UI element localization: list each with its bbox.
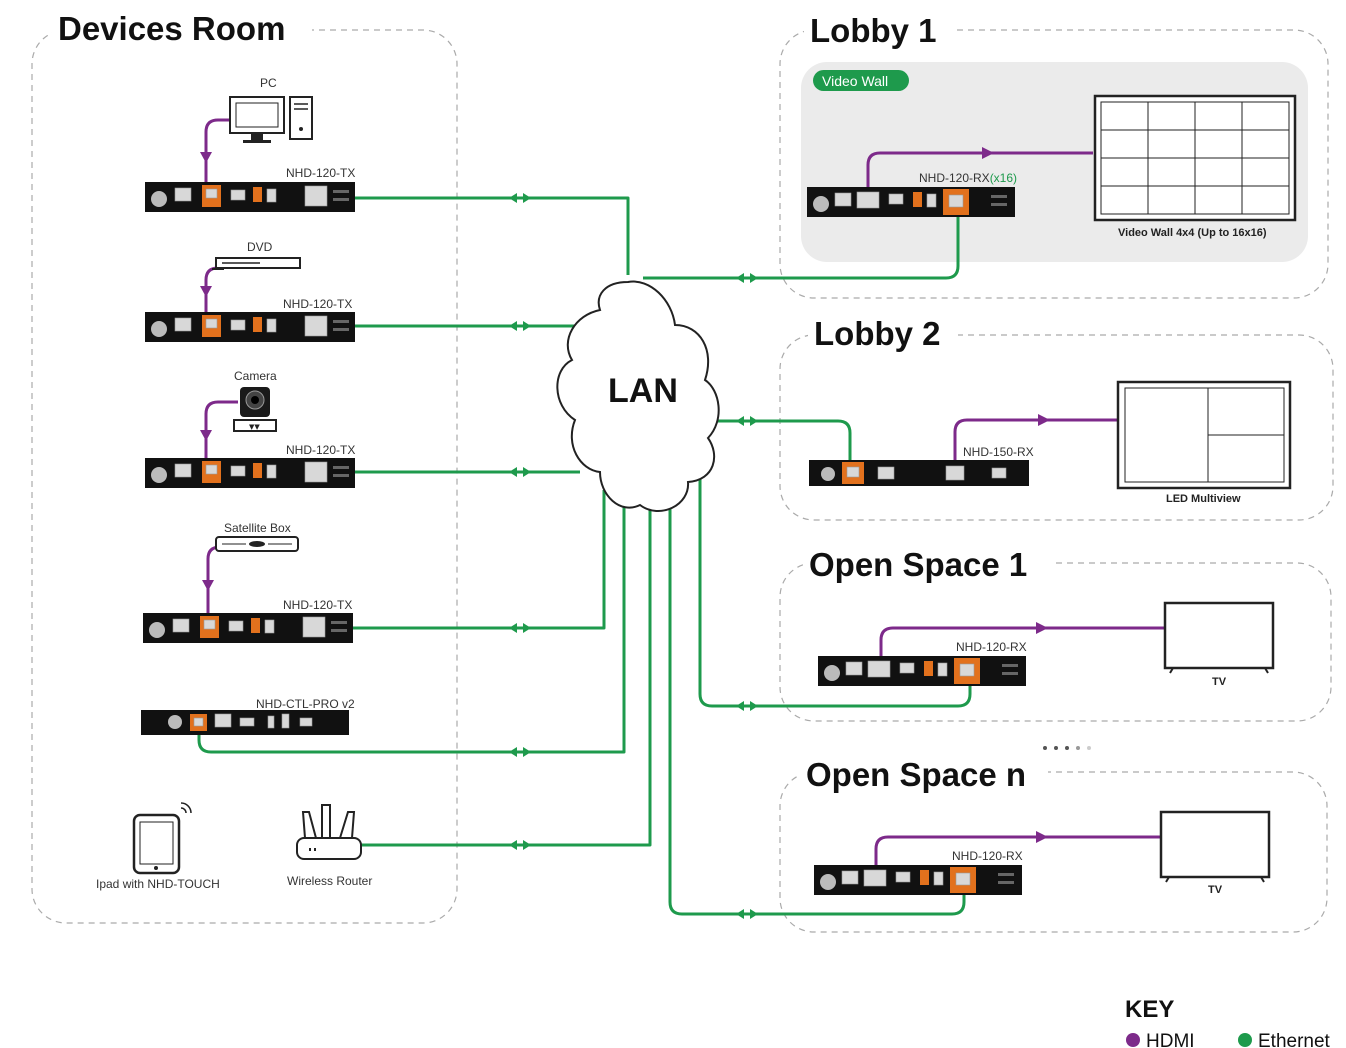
tx-unit-satellite — [142, 612, 354, 644]
rx-unit-150 — [809, 460, 1029, 486]
rx-unit-video-wall-label: NHD-120-RX(x16) — [919, 171, 1017, 185]
rx-unit-video-wall — [806, 186, 1016, 218]
rx-unit-open-space-n-label: NHD-120-RX — [952, 849, 1023, 863]
devices-room-title-mask — [52, 12, 312, 48]
video-wall-caption: Video Wall 4x4 (Up to 16x16) — [1118, 227, 1267, 239]
ethernet-links — [197, 193, 972, 919]
tvn-caption: TV — [1208, 884, 1223, 896]
open-space-n-title-mask — [800, 755, 1048, 791]
hdmi-links — [200, 118, 1165, 873]
rx-count-label: (x16) — [990, 171, 1017, 185]
key-ethernet-label: Ethernet — [1258, 1031, 1331, 1048]
open-space1-title: Open Space 1 — [809, 546, 1027, 583]
camera-icon: ▼▼ — [233, 387, 277, 432]
led-multiview-display — [1116, 380, 1292, 490]
video-wall-pill — [813, 70, 909, 91]
dvd-icon — [212, 257, 301, 270]
video-wall-pill-label: Video Wall — [822, 73, 888, 89]
open-space-n-title: Open Space n — [806, 756, 1026, 793]
tx-unit-camera — [144, 457, 356, 489]
devices-room-title: Devices Room — [58, 10, 285, 47]
pc-icon — [229, 96, 313, 143]
lobby2-zone — [779, 334, 1334, 521]
tx-unit-pc-label: NHD-120-TX — [286, 166, 355, 180]
open-space-n-zone — [779, 771, 1328, 933]
open-space1-title-mask — [803, 545, 1051, 581]
key-hdmi-label: HDMI — [1146, 1031, 1195, 1048]
rx-unit-open-space1 — [817, 655, 1027, 687]
key-title: KEY — [1125, 996, 1174, 1023]
tv1-caption: TV — [1212, 676, 1227, 688]
key-ethernet-swatch — [1238, 1033, 1252, 1047]
satellite-box-label: Satellite Box — [224, 521, 291, 535]
tx-unit-camera-label: NHD-120-TX — [286, 443, 355, 457]
led-multiview-caption: LED Multiview — [1166, 493, 1241, 505]
camera-label: Camera — [234, 369, 277, 383]
rx-unit-open-space-n — [813, 864, 1023, 896]
tv1-display — [1163, 601, 1275, 674]
tx-unit-pc — [144, 181, 356, 213]
lan-cloud: LAN — [556, 280, 720, 512]
lobby2-title: Lobby 2 — [814, 315, 941, 352]
svg-text:▼▼: ▼▼ — [249, 423, 260, 431]
controller-label: NHD-CTL-PRO v2 — [256, 697, 355, 711]
tx-unit-dvd — [144, 311, 356, 343]
lobby1-title-mask — [804, 12, 954, 48]
tx-unit-satellite-label: NHD-120-TX — [283, 598, 352, 612]
dvd-label: DVD — [247, 240, 273, 254]
ipad-label: Ipad with NHD-TOUCH — [96, 877, 220, 891]
lobby2-title-mask — [808, 316, 958, 352]
pc-label: PC — [260, 76, 277, 90]
ipad-icon — [132, 813, 181, 875]
wireless-router-label: Wireless Router — [287, 874, 372, 888]
lan-label: LAN — [608, 372, 678, 410]
key-hdmi-swatch — [1126, 1033, 1140, 1047]
tvn-display — [1159, 810, 1271, 883]
lobby1-title: Lobby 1 — [810, 12, 937, 49]
tx-unit-dvd-label: NHD-120-TX — [283, 297, 352, 311]
lobby1-zone — [779, 29, 1329, 299]
rx-unit-open-space1-label: NHD-120-RX — [956, 640, 1027, 654]
wifi-signal-icon — [180, 802, 192, 814]
wireless-router-icon — [296, 804, 362, 860]
controller-unit — [141, 710, 349, 735]
video-wall-display — [1093, 94, 1297, 222]
satellite-box-icon — [215, 536, 299, 552]
rx-unit-150-label: NHD-150-RX — [963, 445, 1034, 459]
more-spaces-dots — [1043, 746, 1091, 750]
